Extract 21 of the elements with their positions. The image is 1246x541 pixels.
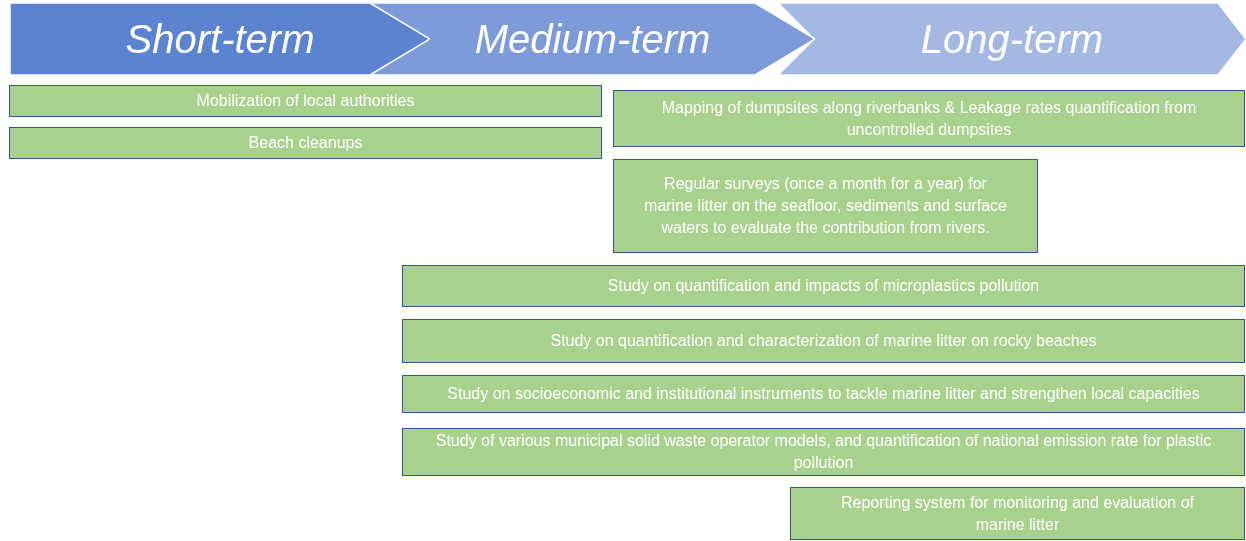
activity-box [402, 265, 1245, 307]
activity-box [9, 85, 602, 117]
activity-box [613, 159, 1038, 253]
activity-box [402, 428, 1245, 476]
activity-box [790, 487, 1245, 540]
activity-text: Reporting system for monitoring and evaluation of marine litter [839, 492, 1196, 535]
phase-label: Medium-term [474, 19, 711, 59]
activity-box [9, 127, 602, 159]
activity-text: Regular surveys (once a month for a year) for marine litter on the seafloor, sediments and surface waters to evaluate the contribution from rivers. [643, 174, 1008, 238]
phase-label: Long-term [920, 19, 1104, 59]
activity-box [402, 319, 1245, 363]
activity-text: Study of various municipal solid waste operator models, and quantification of national emission rate for plastic pollution [434, 431, 1213, 473]
phase-label: Short-term [125, 19, 315, 59]
activity-text: Mapping of dumpsites along riverbanks & Leakage rates quantification from uncontrolled dumpsites [660, 97, 1198, 140]
activity-box [402, 375, 1245, 413]
activity-text: Study on quantification and characterization of marine litter on rocky beaches [550, 331, 1097, 351]
activity-text: Study on quantification and impacts of microplastics pollution [607, 276, 1040, 296]
activity-box [613, 90, 1245, 147]
activity-text: Study on socioeconomic and institutional instruments to tackle marine litter and strengthen local capacities [447, 384, 1200, 404]
activity-text: Beach cleanups [248, 133, 363, 153]
activity-text: Mobilization of local authorities [196, 91, 415, 111]
